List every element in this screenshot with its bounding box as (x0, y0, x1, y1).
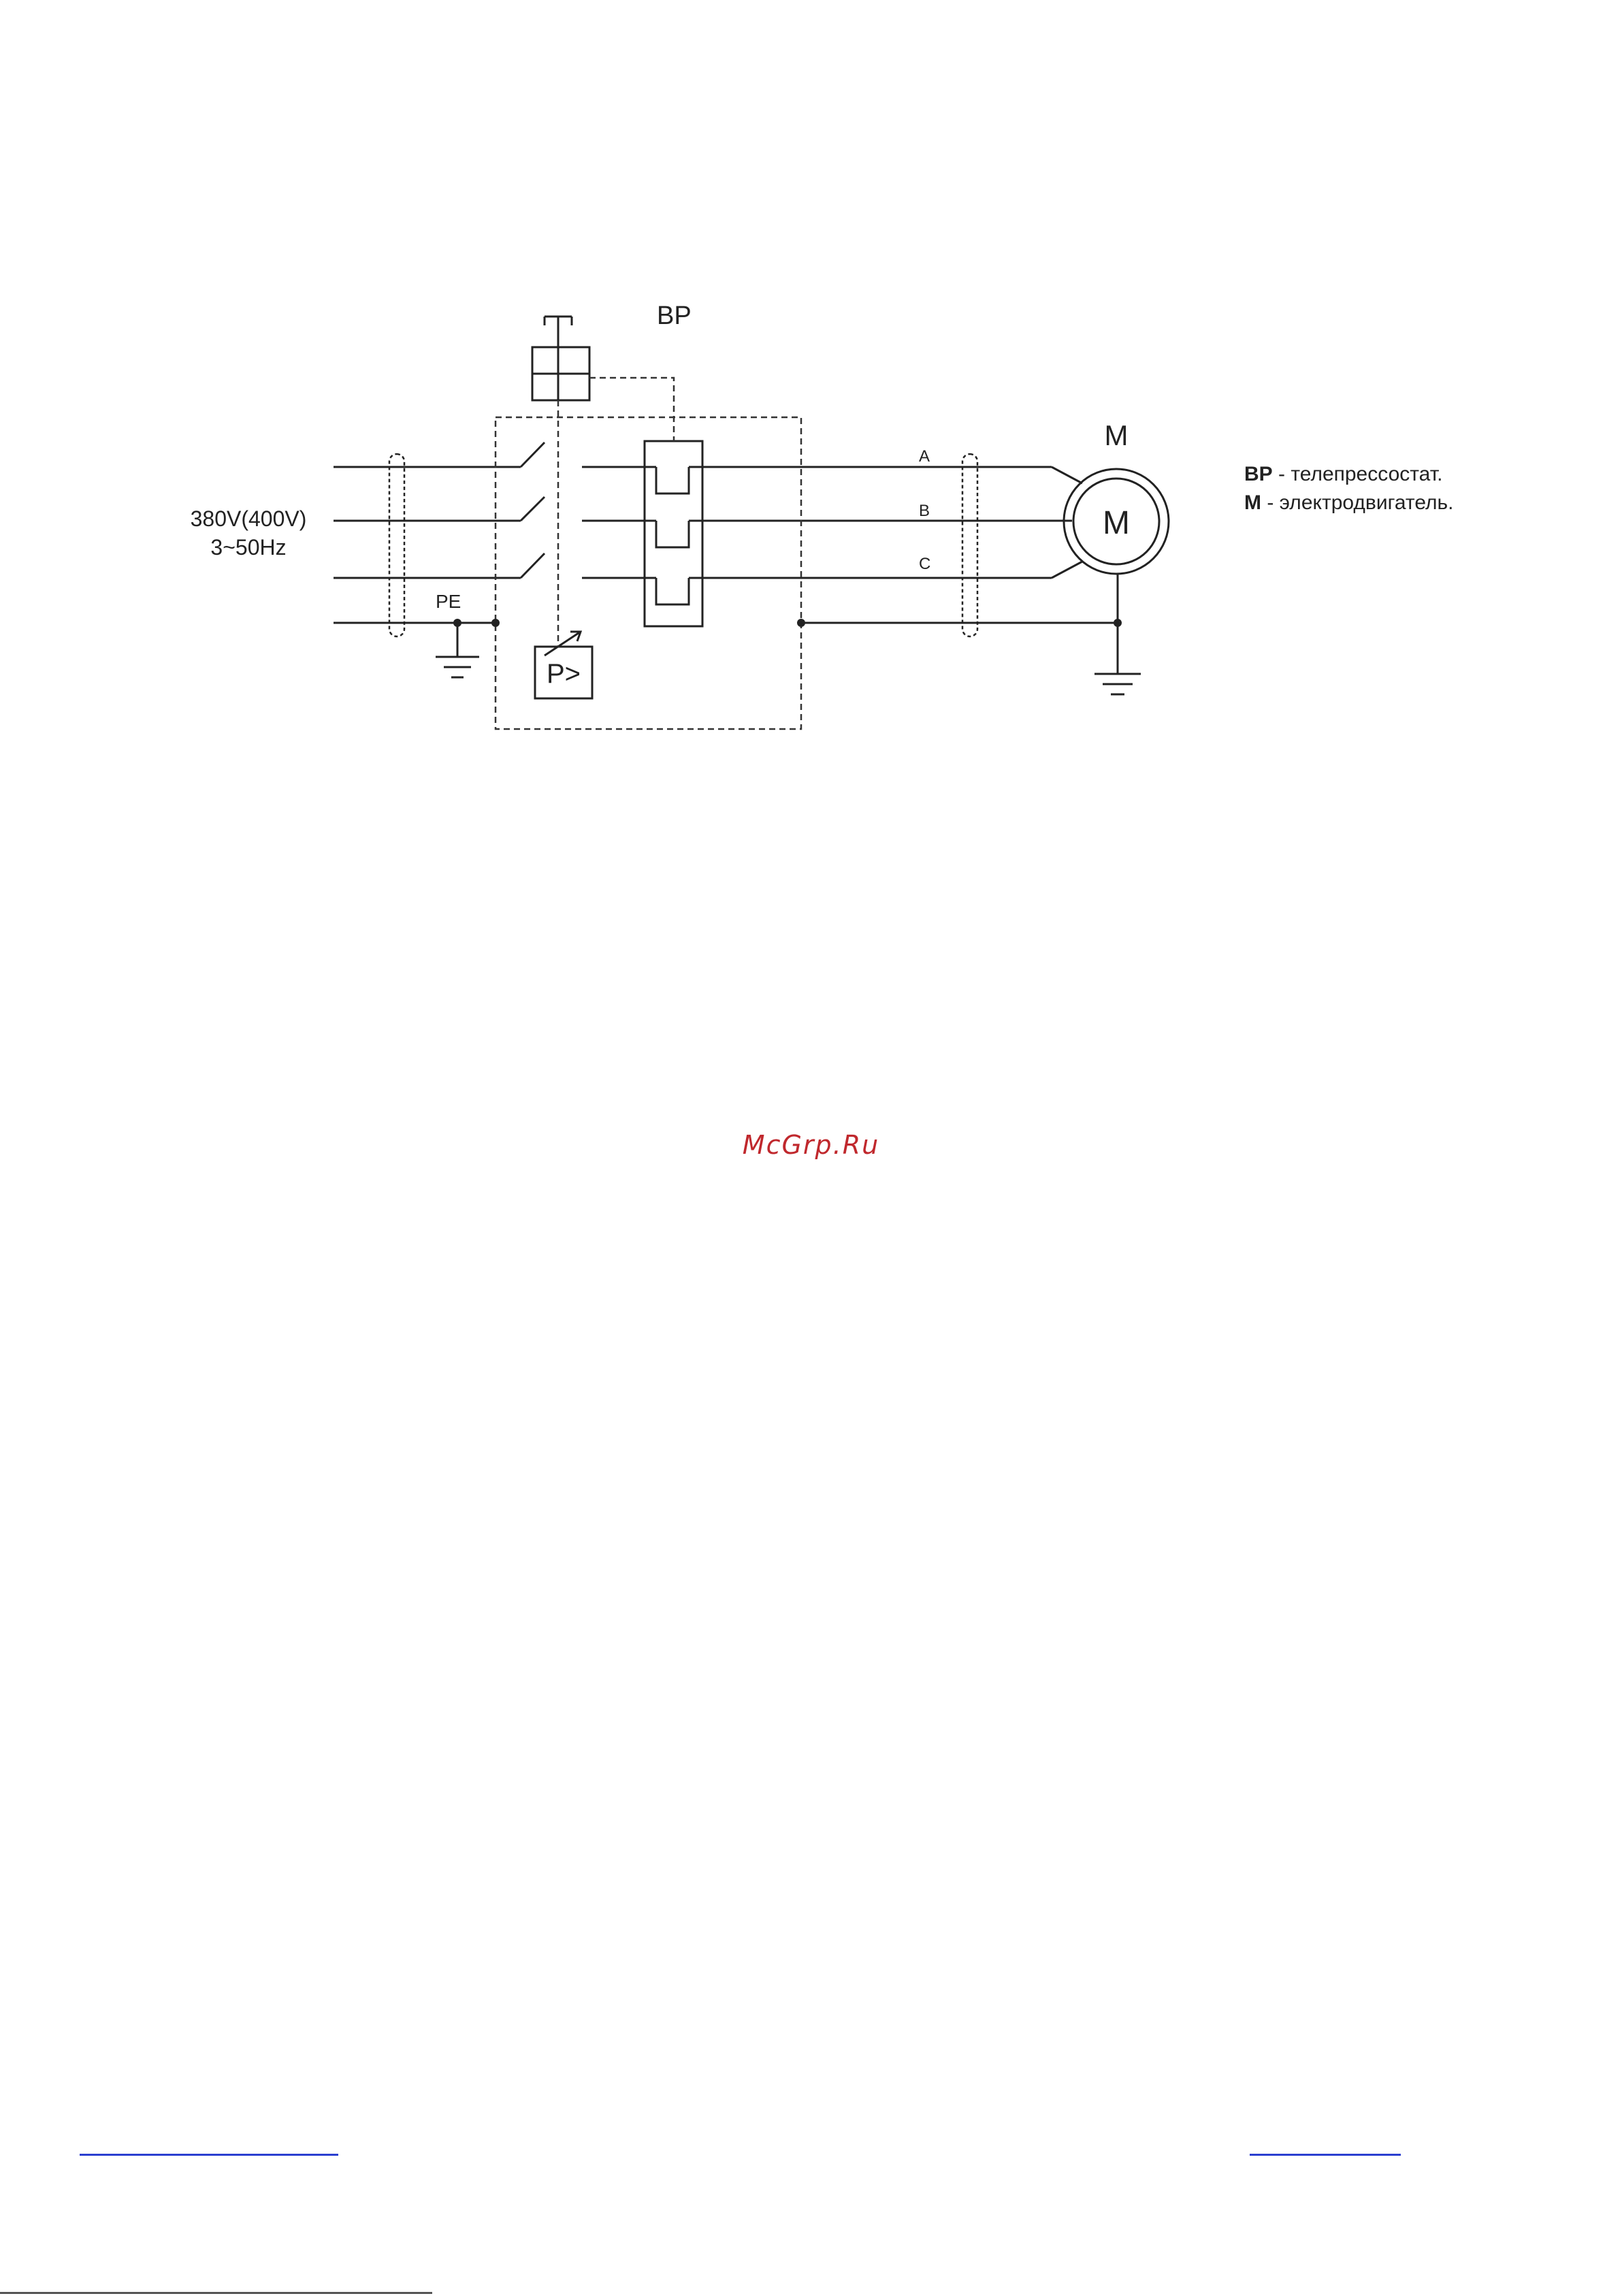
bp-thermal-link (589, 378, 674, 441)
legend-text: - телепрессостат. (1273, 463, 1443, 485)
legend-key: M (1244, 491, 1261, 514)
thermal-element-2 (656, 521, 689, 547)
cable-sheath-left (389, 454, 404, 636)
motor-label: M (1105, 419, 1129, 451)
motor-lead-a (1052, 467, 1082, 483)
supply-frequency-label: 3~50Hz (210, 535, 286, 560)
footer-link-right[interactable] (1250, 2154, 1401, 2156)
thermal-element-1 (656, 467, 689, 494)
starter-enclosure (496, 417, 801, 729)
switch-contact-1 (521, 442, 545, 467)
motor-inner-label: M (1103, 505, 1130, 541)
pressure-relay-label: P> (547, 659, 581, 689)
switch-contact-2 (521, 497, 545, 521)
legend-item-m: M - электродвигатель. (1244, 489, 1453, 517)
legend-key: BP (1244, 463, 1273, 485)
legend: BP - телепрессостат. M - электродвигател… (1244, 460, 1453, 517)
thermal-element-3 (656, 578, 689, 604)
footer-link-left[interactable] (80, 2154, 338, 2156)
bottom-rule (0, 2292, 432, 2294)
phase-b-label: B (919, 502, 930, 520)
pe-label: PE (436, 591, 461, 612)
motor-lead-c (1052, 562, 1082, 578)
junction-pe-enclosure (491, 619, 500, 627)
legend-text: - электродвигатель. (1261, 491, 1453, 514)
junction-pe-out (797, 619, 805, 627)
thermal-relay-body (645, 441, 702, 626)
pressure-relay-arrow (545, 632, 581, 656)
switch-contact-3 (521, 553, 545, 578)
phase-a-label: A (919, 447, 930, 466)
phase-c-label: C (919, 555, 930, 573)
watermark: McGrp.Ru (0, 1130, 1622, 1160)
junction-motor-ground (1114, 619, 1122, 627)
bp-label: BP (657, 302, 692, 330)
cable-sheath-right (962, 454, 977, 636)
legend-item-bp: BP - телепрессостат. (1244, 460, 1453, 489)
supply-voltage-label: 380V(400V) (191, 506, 307, 531)
junction-pe-ground (453, 619, 461, 627)
